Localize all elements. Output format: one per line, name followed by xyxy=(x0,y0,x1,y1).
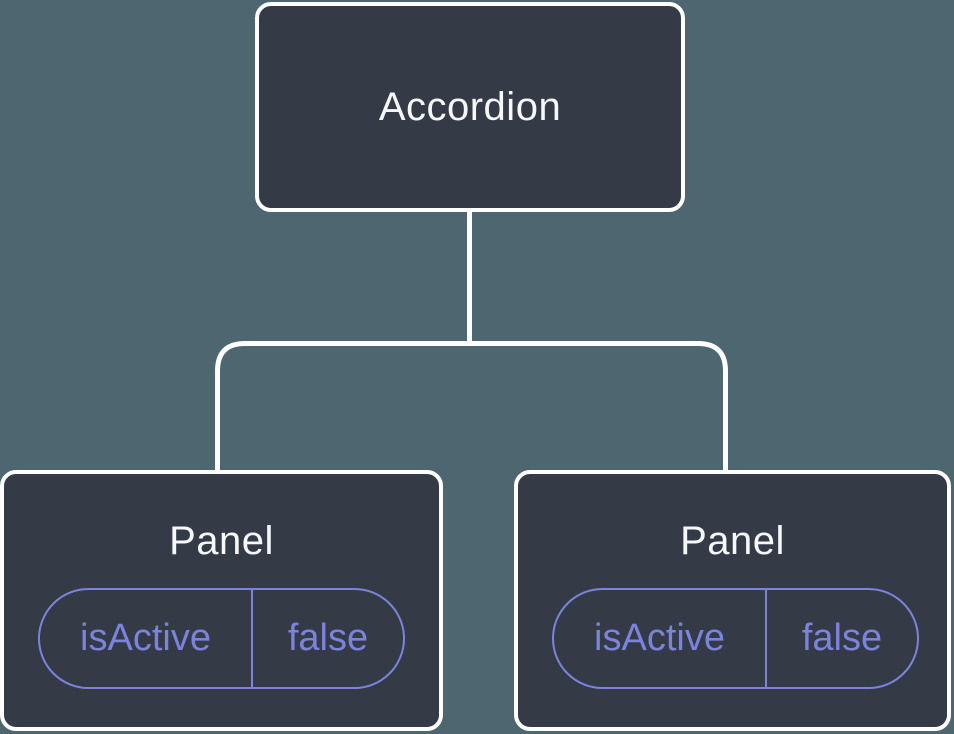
state-value: false xyxy=(287,617,369,659)
state-key: isActive xyxy=(40,590,253,687)
state-pill: isActive false xyxy=(552,588,919,689)
panel-node-label: Panel xyxy=(680,519,785,563)
state-value: false xyxy=(801,617,883,659)
accordion-node-label: Accordion xyxy=(378,85,562,129)
branch-bracket-line xyxy=(215,341,728,471)
state-key: isActive xyxy=(554,590,767,687)
panel-node-right: Panel isActive false xyxy=(514,470,951,731)
panel-node-label: Panel xyxy=(169,519,274,563)
panel-node-left: Panel isActive false xyxy=(0,470,443,731)
state-pill: isActive false xyxy=(38,588,405,689)
accordion-node: Accordion xyxy=(255,2,685,212)
